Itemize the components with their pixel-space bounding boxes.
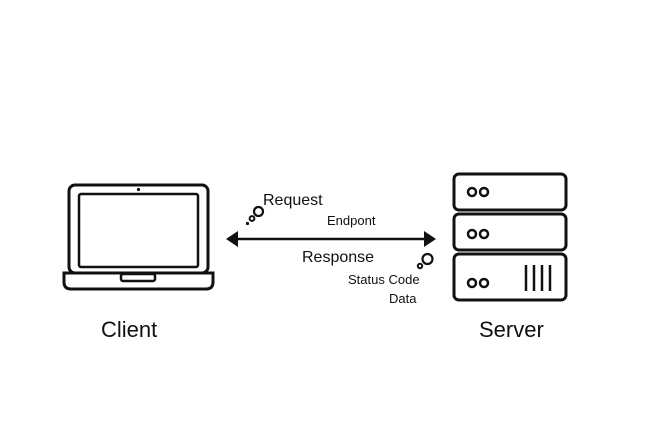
client-label: Client: [101, 317, 158, 342]
request-detail: Endpont: [327, 213, 376, 228]
thought-bubble-icon: [416, 252, 434, 270]
response-detail-data: Data: [389, 291, 417, 306]
double-headed-arrow: [226, 231, 436, 247]
server-rack-icon: [452, 172, 568, 302]
server-label: Server: [479, 317, 544, 342]
response-label: Response: [302, 249, 375, 266]
laptop-icon: [62, 183, 215, 291]
thought-bubble-icon: [245, 205, 265, 226]
request-label: Request: [263, 192, 323, 209]
response-detail-status-code: Status Code: [348, 272, 420, 287]
